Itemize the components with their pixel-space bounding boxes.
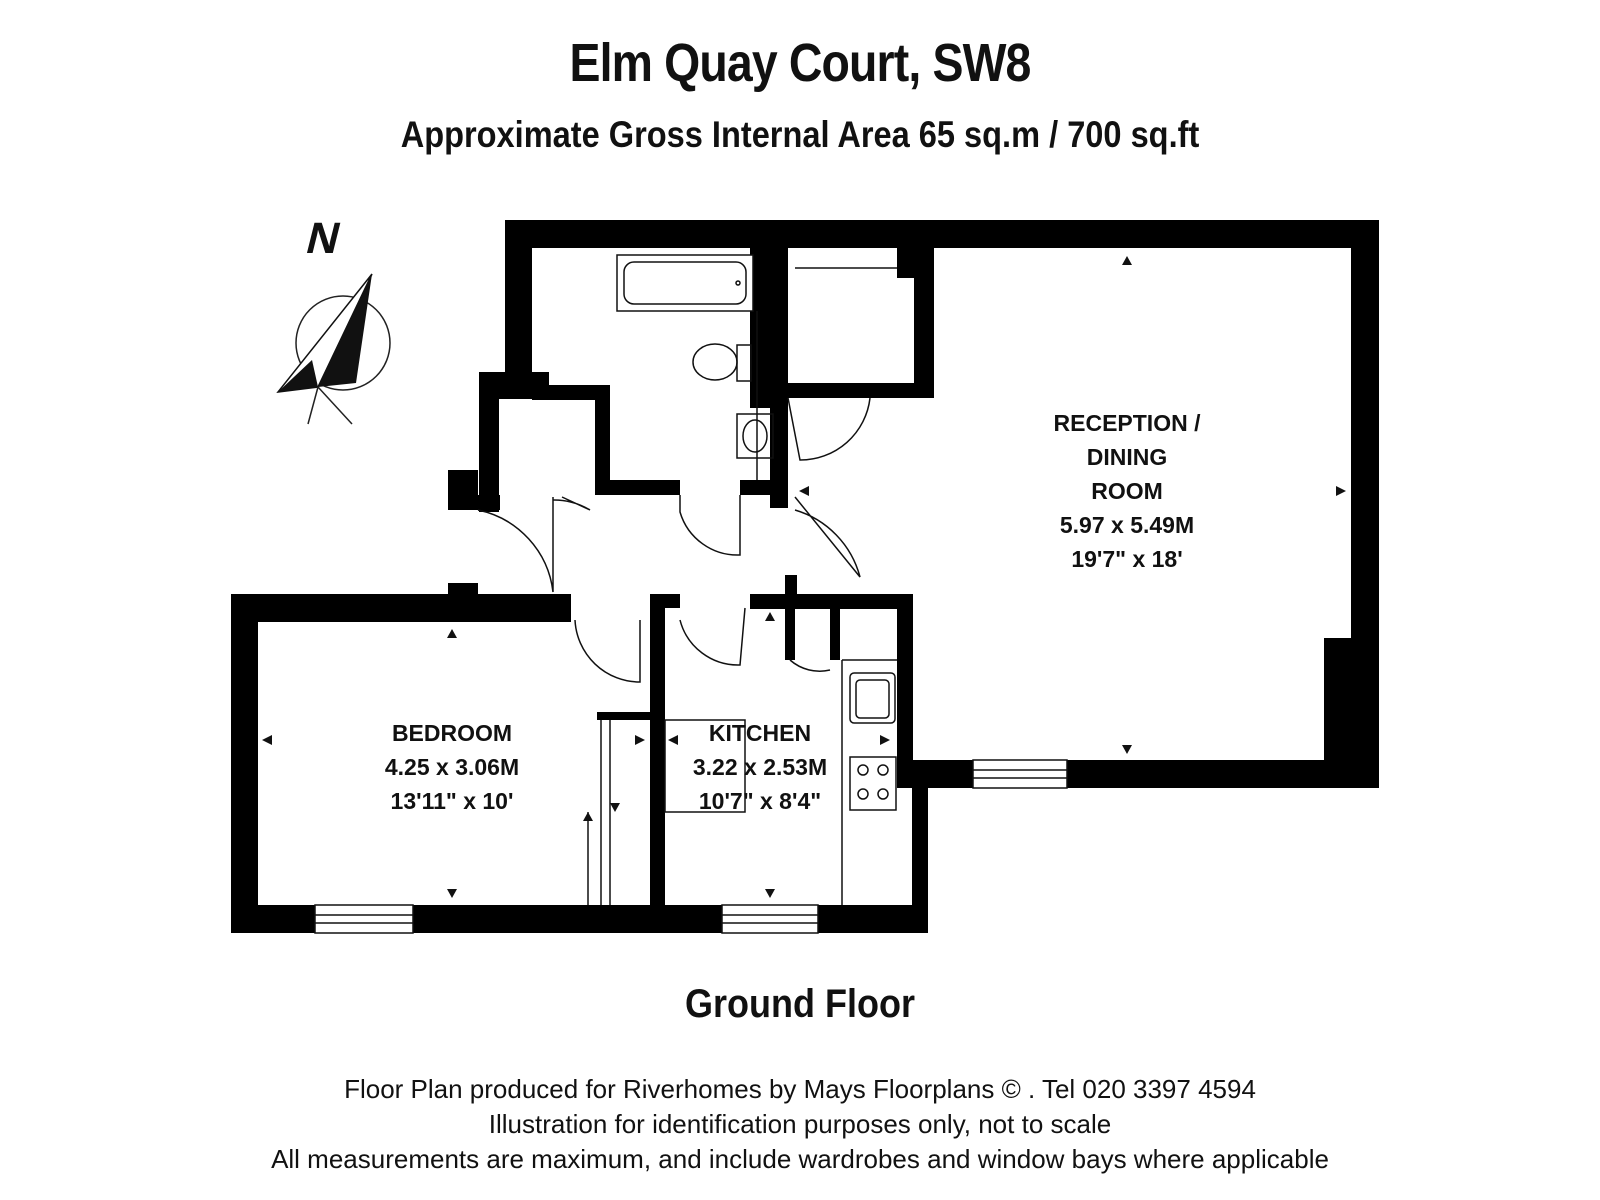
hob-icon — [849, 756, 897, 811]
reception-name-line1: RECEPTION / — [1054, 410, 1202, 436]
bathtub-icon — [616, 254, 754, 312]
bedroom-metric: 4.25 x 3.06M — [385, 754, 519, 780]
sink-icon — [736, 413, 774, 459]
windows — [314, 759, 1068, 934]
plan-title: Elm Quay Court, SW8 — [569, 33, 1031, 93]
gross-area-subtitle: Approximate Gross Internal Area 65 sq.m … — [400, 114, 1200, 155]
north-arrow-icon: N — [276, 215, 391, 425]
fixtures — [587, 254, 897, 905]
bedroom-imperial: 13'11" x 10' — [391, 788, 514, 814]
footer-measurements-note: All measurements are maximum, and includ… — [271, 1144, 1329, 1174]
footer-credit: Floor Plan produced for Riverhomes by Ma… — [344, 1074, 1256, 1104]
reception-name-line3: ROOM — [1091, 478, 1163, 504]
reception-metric: 5.97 x 5.49M — [1060, 512, 1194, 538]
door-swings — [477, 397, 871, 683]
bedroom-name: BEDROOM — [392, 720, 512, 746]
reception-imperial: 19'7" x 18' — [1071, 546, 1182, 572]
compass-north-label: N — [302, 215, 346, 263]
toilet-icon — [692, 343, 752, 382]
walls — [231, 220, 1379, 933]
kitchen-sink-icon — [849, 672, 896, 724]
kitchen-label: KITCHEN 3.22 x 2.53M 10'7" x 8'4" — [693, 720, 827, 814]
kitchen-metric: 3.22 x 2.53M — [693, 754, 827, 780]
reception-name-line2: DINING — [1087, 444, 1168, 470]
bedroom-label: BEDROOM 4.25 x 3.06M 13'11" x 10' — [385, 720, 519, 814]
dimension-markers — [262, 256, 1346, 898]
reception-label: RECEPTION / DINING ROOM 5.97 x 5.49M 19'… — [1054, 410, 1202, 572]
kitchen-name: KITCHEN — [709, 720, 811, 746]
kitchen-imperial: 10'7" x 8'4" — [699, 788, 821, 814]
footer-disclaimer: Illustration for identification purposes… — [488, 1109, 1112, 1139]
floor-label: Ground Floor — [685, 982, 915, 1026]
